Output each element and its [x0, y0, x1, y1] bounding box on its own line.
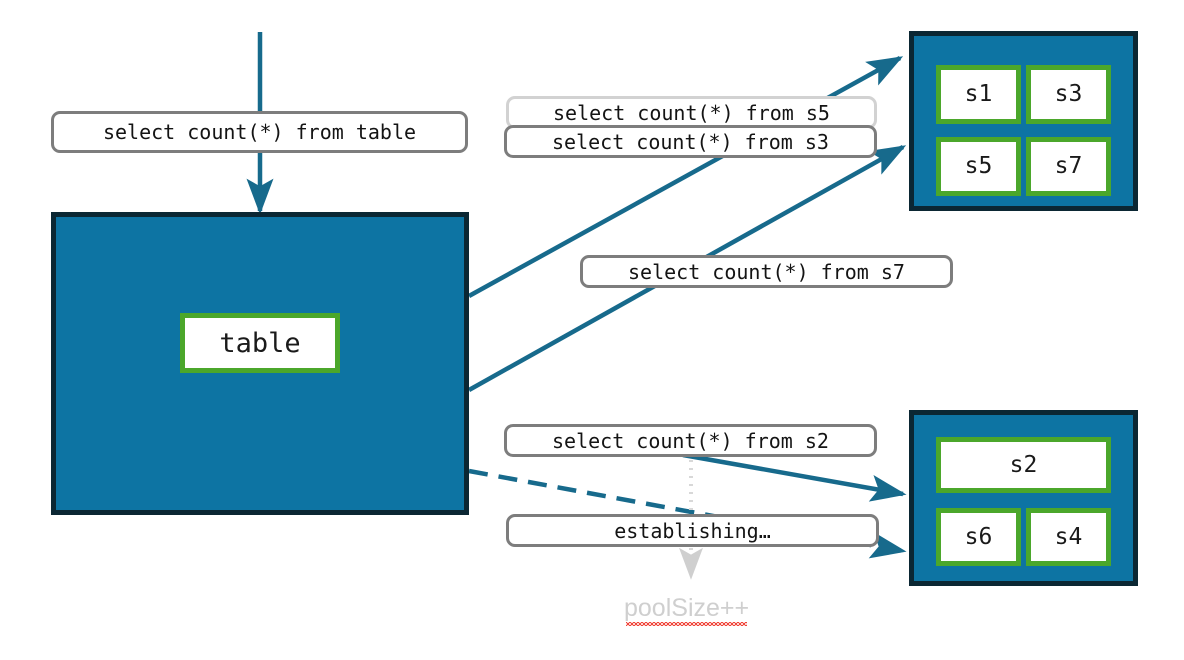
query-chip-s7[interactable]: select count(*) from s7 [580, 255, 953, 288]
query-chip-s3[interactable]: select count(*) from s3 [504, 125, 877, 158]
edge-query-s2-to-pool-bottom [682, 452, 907, 502]
pool-bottom-connection-s6[interactable]: s6 [936, 508, 1021, 566]
pool-bottom-connection-s2[interactable]: s2 [936, 437, 1111, 493]
pool-top-connection-s1[interactable]: s1 [936, 65, 1021, 124]
pool-bottom-connection-s4[interactable]: s4 [1026, 508, 1111, 566]
pool-top-connection-s5[interactable]: s5 [936, 137, 1021, 196]
table-node[interactable]: table [180, 313, 340, 373]
status-chip-establishing[interactable]: establishing… [506, 514, 879, 547]
poolsize-note: poolSize++ [624, 594, 750, 626]
query-chip-s2[interactable]: select count(*) from s2 [504, 424, 877, 457]
pool-top-connection-s3[interactable]: s3 [1026, 65, 1111, 124]
poolsize-note-text: poolSize++ [624, 594, 750, 622]
query-chip-table[interactable]: select count(*) from table [51, 111, 468, 153]
pool-top-connection-s7[interactable]: s7 [1026, 137, 1111, 196]
spellcheck-underline [626, 622, 748, 626]
